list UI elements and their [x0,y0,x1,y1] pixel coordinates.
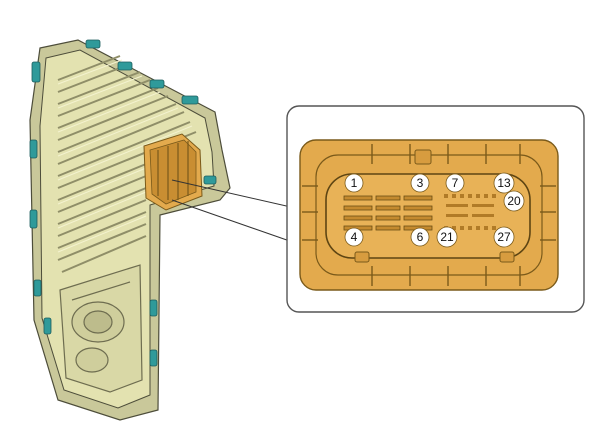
pin-label-7: 7 [445,173,465,193]
power-terminals [343,195,433,231]
pin-label-1-text: 1 [351,176,358,190]
key-ribs [302,144,556,286]
cooling-fins [57,55,197,273]
pin-label-4: 4 [344,227,364,247]
pin-label-4-text: 4 [351,230,358,244]
callout-leader-lines [171,179,305,247]
pin-label-20: 20 [503,190,525,212]
connector-face [299,139,559,291]
pin-label-21: 21 [436,226,458,248]
lower-mount [59,264,143,393]
latch-tabs [354,149,515,263]
pin-label-27-text: 27 [497,230,511,244]
pin-label-27: 27 [493,226,515,248]
pin-label-21-text: 21 [440,230,454,244]
pin-label-20-text: 20 [507,194,521,208]
pin-label-3-text: 3 [417,176,424,190]
pin-label-13: 13 [493,172,515,194]
pin-label-7-text: 7 [452,176,459,190]
pin-label-1: 1 [344,173,364,193]
pin-label-6: 6 [410,227,430,247]
control-module [29,39,231,421]
mounting-clips [29,39,217,367]
pin-label-13-text: 13 [497,176,511,190]
pin-labels: 1 3 7 13 20 4 6 21 [344,172,525,248]
pin-label-3: 3 [410,173,430,193]
pin-label-6-text: 6 [417,230,424,244]
module-connector [143,133,203,211]
fin-ridges [57,59,193,253]
